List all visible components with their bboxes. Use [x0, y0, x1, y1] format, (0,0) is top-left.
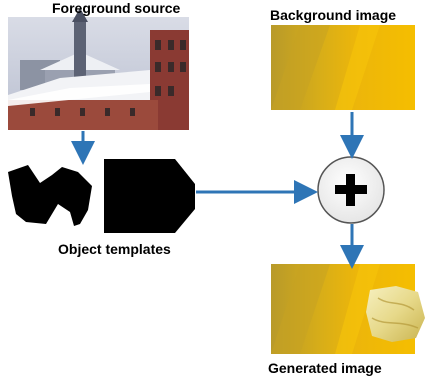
foreground-source-image [8, 8, 189, 130]
generated-image [271, 264, 425, 354]
object-templates [8, 159, 195, 233]
background-image-label: Background image [270, 7, 397, 23]
foreground-source-label: Foreground source [52, 0, 181, 16]
plus-circle-icon [317, 156, 385, 224]
generated-image-label: Generated image [268, 360, 382, 376]
pasted-object-patch [366, 286, 425, 342]
object-templates-label: Object templates [58, 241, 171, 257]
pentagon-tag-shape-icon [104, 159, 195, 233]
arrows [71, 112, 364, 269]
background-image [271, 25, 415, 110]
blob-shape-icon [8, 165, 92, 226]
